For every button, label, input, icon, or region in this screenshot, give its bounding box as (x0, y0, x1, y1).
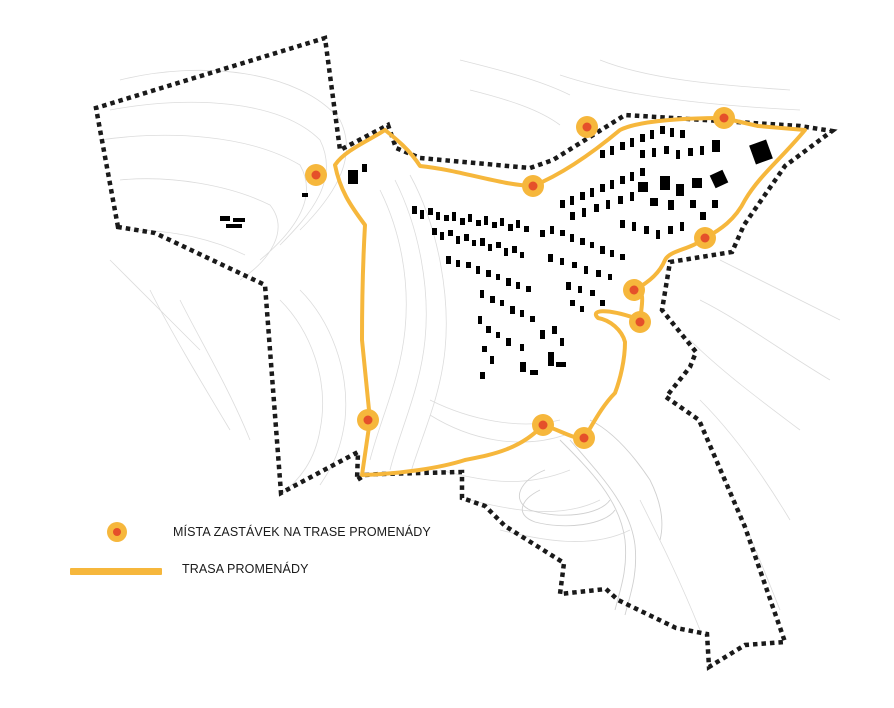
legend-stops-label: MÍSTA ZASTÁVEK NA TRASE PROMENÁDY (173, 525, 431, 539)
buildings (220, 126, 773, 379)
stop-marker-icon (357, 409, 379, 431)
stop-marker-icon (532, 414, 554, 436)
contour-lines (99, 59, 841, 631)
route-line-icon (70, 567, 162, 575)
stop-marker-icon (305, 164, 327, 186)
valley-contours (518, 419, 663, 616)
stop-marker-icon (694, 227, 716, 249)
stop-marker-icon (522, 175, 544, 197)
legend-route: TRASA PROMENÁDY (70, 562, 309, 576)
stop-marker-icon (573, 427, 595, 449)
stop-marker-icon (623, 279, 645, 301)
legend-stops: MÍSTA ZASTÁVEK NA TRASE PROMENÁDY (107, 522, 431, 542)
stop-marker-icon (107, 522, 127, 542)
boundary-line (93, 35, 838, 671)
stop-marker-icon (629, 311, 651, 333)
legend-route-label: TRASA PROMENÁDY (182, 562, 309, 576)
stop-markers (305, 107, 735, 449)
stop-marker-icon (576, 116, 598, 138)
stop-marker-icon (713, 107, 735, 129)
